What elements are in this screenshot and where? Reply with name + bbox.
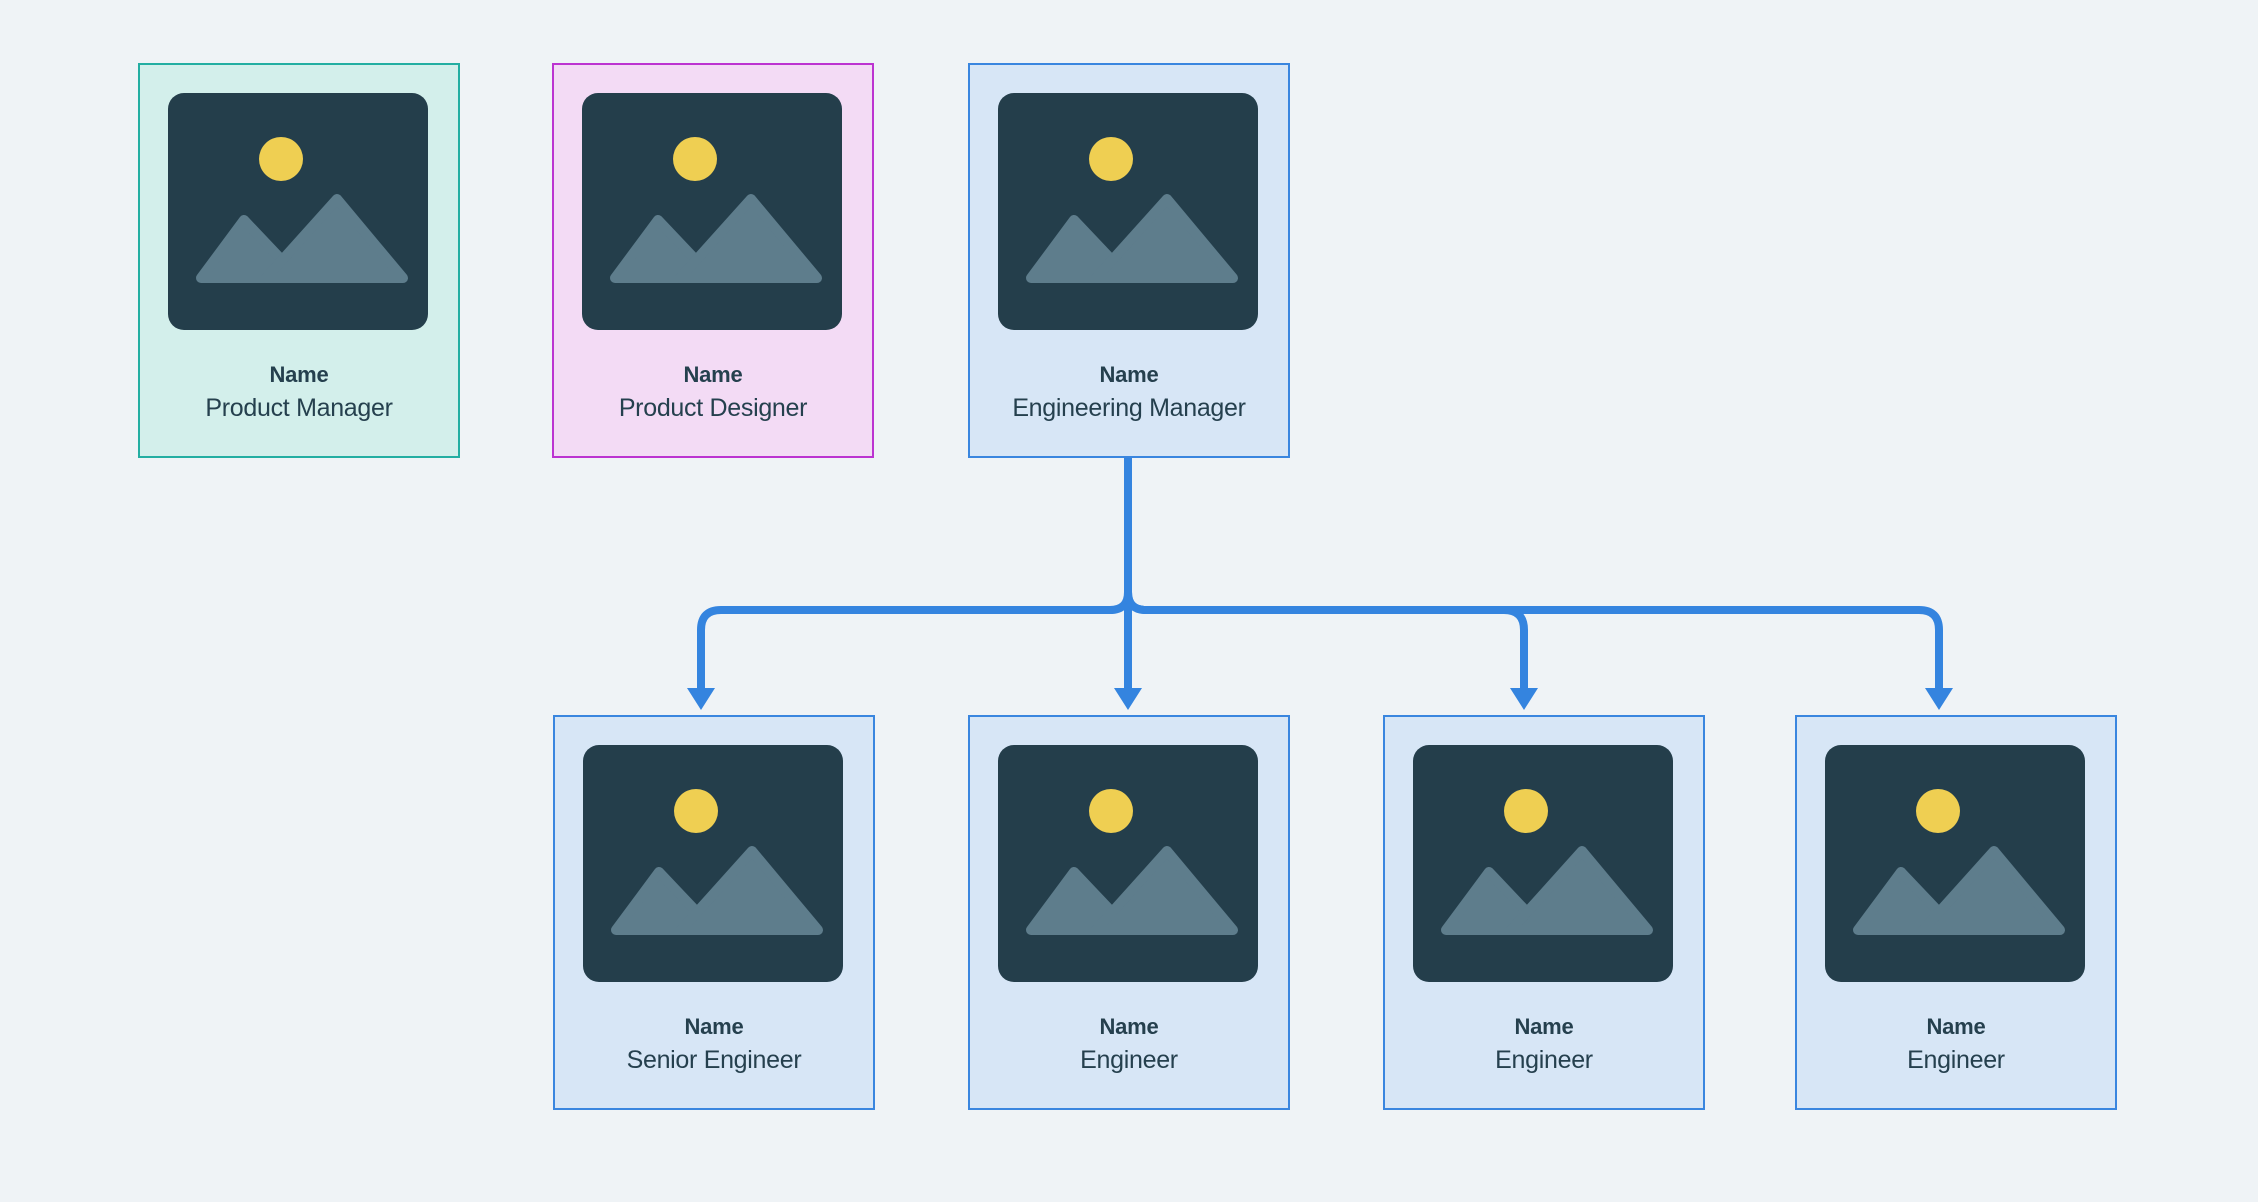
card-role-label: Engineer	[1080, 1046, 1178, 1074]
mountains-icon	[1441, 846, 1653, 935]
arrowhead-icon	[1114, 688, 1142, 710]
card-role-label: Engineer	[1495, 1046, 1593, 1074]
arrowhead-icon	[1510, 688, 1538, 710]
mountains-icon	[196, 194, 408, 283]
image-placeholder-icon	[998, 745, 1258, 982]
card-engineer-1[interactable]: Name Engineer	[968, 715, 1290, 1110]
card-name-label: Name	[1514, 1014, 1574, 1039]
card-role-label: Product Manager	[205, 394, 393, 422]
card-role-label: Engineering Manager	[1012, 394, 1246, 422]
arrowhead-icon	[1925, 688, 1953, 710]
mountains-icon	[1026, 194, 1238, 283]
sun-icon	[1504, 789, 1548, 833]
edge-to-engineer-3[interactable]	[1124, 454, 1953, 710]
card-product-designer[interactable]: Name Product Designer	[552, 63, 874, 458]
mountains-icon	[1853, 846, 2065, 935]
image-placeholder-icon	[582, 93, 842, 330]
edge-to-engineer-1[interactable]	[1114, 454, 1142, 710]
sun-icon	[1089, 137, 1133, 181]
sun-icon	[259, 137, 303, 181]
mountains-icon	[1026, 846, 1238, 935]
card-name-label: Name	[684, 1014, 744, 1039]
card-product-manager[interactable]: Name Product Manager	[138, 63, 460, 458]
card-role-label: Senior Engineer	[626, 1046, 802, 1074]
sun-icon	[674, 789, 718, 833]
card-role-label: Product Designer	[618, 394, 808, 422]
edge-to-senior-engineer[interactable]	[687, 454, 1132, 710]
image-placeholder-icon	[998, 93, 1258, 330]
card-name-label: Name	[1099, 1014, 1159, 1039]
image-placeholder-icon	[583, 745, 843, 982]
card-role-label: Engineer	[1907, 1046, 2005, 1074]
image-placeholder-icon	[168, 93, 428, 330]
card-senior-engineer[interactable]: Name Senior Engineer	[553, 715, 875, 1110]
card-name-label: Name	[1099, 362, 1159, 387]
image-placeholder-icon	[1413, 745, 1673, 982]
arrowhead-icon	[687, 688, 715, 710]
sun-icon	[673, 137, 717, 181]
card-engineer-3[interactable]: Name Engineer	[1795, 715, 2117, 1110]
card-name-label: Name	[269, 362, 329, 387]
card-name-label: Name	[1926, 1014, 1986, 1039]
mountains-icon	[611, 846, 823, 935]
card-name-label: Name	[683, 362, 743, 387]
sun-icon	[1916, 789, 1960, 833]
mountains-icon	[610, 194, 822, 283]
edge-to-engineer-2[interactable]	[1124, 454, 1538, 710]
sun-icon	[1089, 789, 1133, 833]
card-engineer-2[interactable]: Name Engineer	[1383, 715, 1705, 1110]
card-engineering-manager[interactable]: Name Engineering Manager	[968, 63, 1290, 458]
image-placeholder-icon	[1825, 745, 2085, 982]
